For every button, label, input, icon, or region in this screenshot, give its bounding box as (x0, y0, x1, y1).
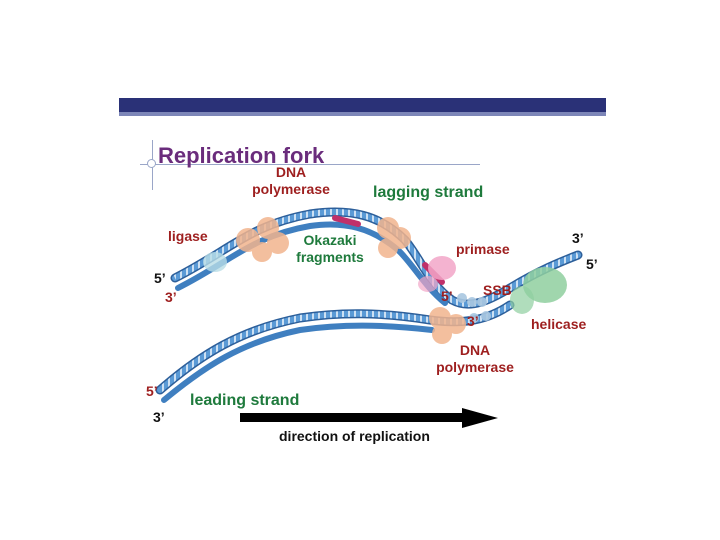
end-label-5-fork: 5’ (441, 288, 453, 304)
end-label-5-left-bottom: 5’ (146, 383, 158, 399)
dna-polymerase-bottom-label-line2: polymerase (436, 359, 514, 375)
end-label-5-right-top: 5’ (586, 256, 598, 272)
ligase-label: ligase (168, 228, 208, 244)
ssb-proteins (457, 293, 491, 323)
ssb-label: SSB (483, 282, 512, 298)
dna-polymerase-top-label-line1: DNA (275, 164, 307, 180)
dna-polymerase-bottom-label: DNA polymerase (430, 342, 520, 376)
dna-polymerase-top-label-line2: polymerase (252, 181, 330, 197)
end-label-3-right-top: 3’ (572, 230, 584, 246)
title-rule (140, 164, 480, 165)
end-label-3-left-top: 3’ (165, 289, 177, 305)
lagging-new-strand (175, 221, 448, 306)
end-label-3-fork: 3’ (467, 313, 479, 329)
header-bar (119, 98, 606, 112)
leading-strand-label: leading strand (190, 392, 300, 409)
dna-polymerase-top (236, 217, 289, 262)
dna-polymerase-top-label: DNA polymerase (246, 164, 336, 198)
okazaki-fragments-label: Okazaki fragments (290, 232, 370, 266)
page-title: Replication fork (158, 143, 325, 168)
okazaki-label-line1: Okazaki (303, 232, 357, 248)
direction-arrow-icon (240, 408, 498, 428)
dna-polymerase-bottom (429, 307, 466, 344)
direction-of-replication-label: direction of replication (279, 428, 430, 444)
end-label-3-left-bottom: 3’ (153, 409, 165, 425)
helicase-label: helicase (531, 316, 587, 332)
lagging-strand-label: lagging strand (373, 184, 484, 201)
title-marker-icon (147, 159, 156, 168)
primase-enzyme (418, 256, 456, 292)
primase-label: primase (456, 241, 510, 257)
okazaki-label-line2: fragments (296, 249, 364, 265)
header-bar-accent (119, 112, 606, 116)
dna-polymerase-bottom-label-line1: DNA (459, 342, 491, 358)
okazaki-primer (332, 215, 361, 227)
helicase-enzyme (510, 267, 567, 314)
end-label-5-left-top: 5’ (154, 270, 166, 286)
ligase-enzyme (203, 252, 227, 272)
dna-polymerase-lagging (377, 217, 411, 258)
